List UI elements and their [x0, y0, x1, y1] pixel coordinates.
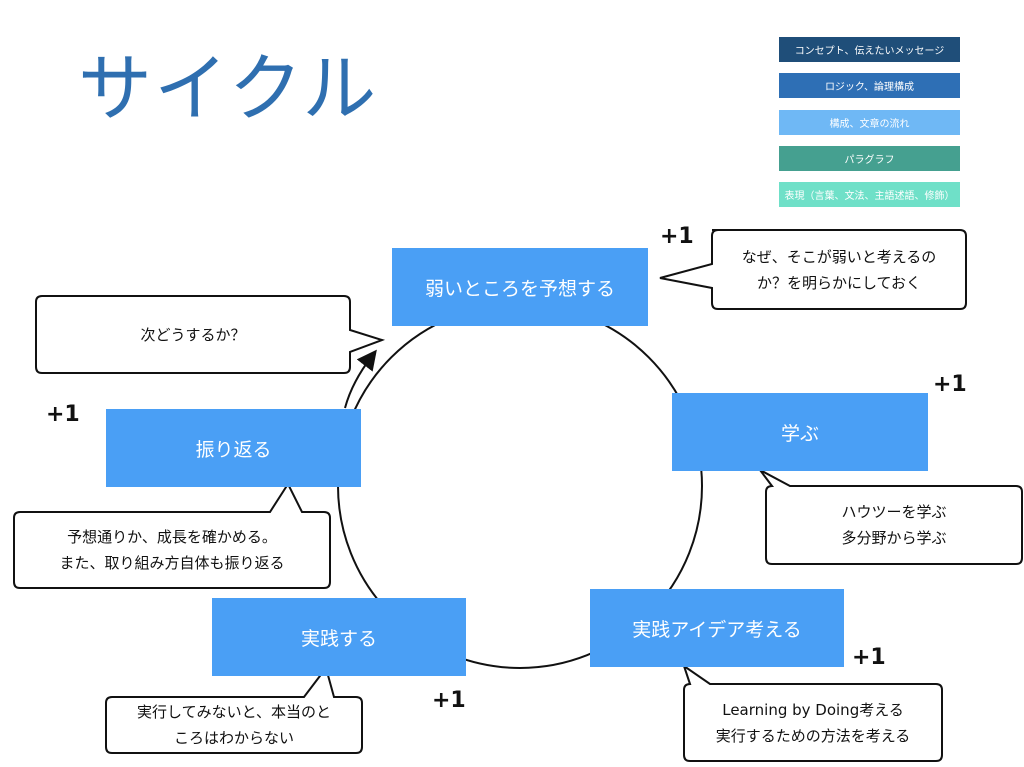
- callout-learn-box: [759, 469, 1023, 565]
- callout-idea-line-1: Learning by Doing考える: [722, 701, 904, 719]
- callout-reflect-line-1: 予想通りか、成長を確かめる。: [67, 528, 277, 546]
- legend-logic: ロジック、論理構成: [779, 73, 960, 98]
- callout-practice-box: [105, 665, 363, 754]
- node-learn: 学ぶ: [672, 393, 928, 471]
- callout-next-box: [35, 295, 386, 374]
- legend-concept: コンセプト、伝えたいメッセージ: [779, 37, 960, 62]
- callout-practice-line-1: 実行してみないと、本当のと: [137, 703, 331, 721]
- callout-practice-line-2: ころはわからない: [173, 729, 294, 747]
- callout-practice-text: 実行してみないと、本当のと ころはわからない: [110, 699, 358, 751]
- callout-next-line-1: 次どうするか？: [140, 326, 246, 344]
- callout-idea-line-2: 実行するための方法を考える: [715, 727, 911, 745]
- callout-learn-text: ハウツーを学ぶ 多分野から学ぶ: [770, 490, 1018, 560]
- page-title: サイクル: [78, 46, 379, 132]
- callout-idea-text: Learning by Doing考える 実行するための方法を考える: [688, 688, 938, 758]
- callout-learn-line-1: ハウツーを学ぶ: [841, 503, 947, 521]
- legend-expression: 表現（言葉、文法、主語述語、修飾）: [779, 182, 960, 207]
- plus-practice: +1: [432, 688, 466, 713]
- callout-predict-line-1: なぜ、そこが弱いと考えるの: [741, 248, 937, 266]
- callout-idea-box: [682, 663, 943, 762]
- callout-reflect-text: 予想通りか、成長を確かめる。 また、取り組み方自体も振り返る: [18, 516, 326, 584]
- legend-paragraph: パラグラフ: [779, 146, 960, 171]
- callout-predict-box: [659, 229, 967, 310]
- plus-reflect: +1: [46, 402, 80, 427]
- callout-next-text: 次どうするか？: [40, 300, 346, 370]
- callout-learn-line-2: 多分野から学ぶ: [841, 529, 947, 547]
- callout-predict-line-2: か？を明らかにしておく: [756, 274, 922, 292]
- callout-reflect-line-2: また、取り組み方自体も振り返る: [59, 554, 285, 572]
- plus-predict: +1: [660, 224, 694, 249]
- node-practice: 実践する: [212, 598, 466, 676]
- callout-predict-text: なぜ、そこが弱いと考えるの か？を明らかにしておく: [716, 234, 962, 306]
- node-predict: 弱いところを予想する: [392, 248, 648, 326]
- plus-learn: +1: [933, 372, 967, 397]
- plus-idea: +1: [852, 645, 886, 670]
- legend-structure: 構成、文章の流れ: [779, 110, 960, 135]
- node-reflect: 振り返る: [106, 409, 361, 487]
- cycle-arrow: [344, 349, 377, 409]
- node-idea: 実践アイデア考える: [590, 589, 844, 667]
- callout-reflect-box: [13, 481, 331, 589]
